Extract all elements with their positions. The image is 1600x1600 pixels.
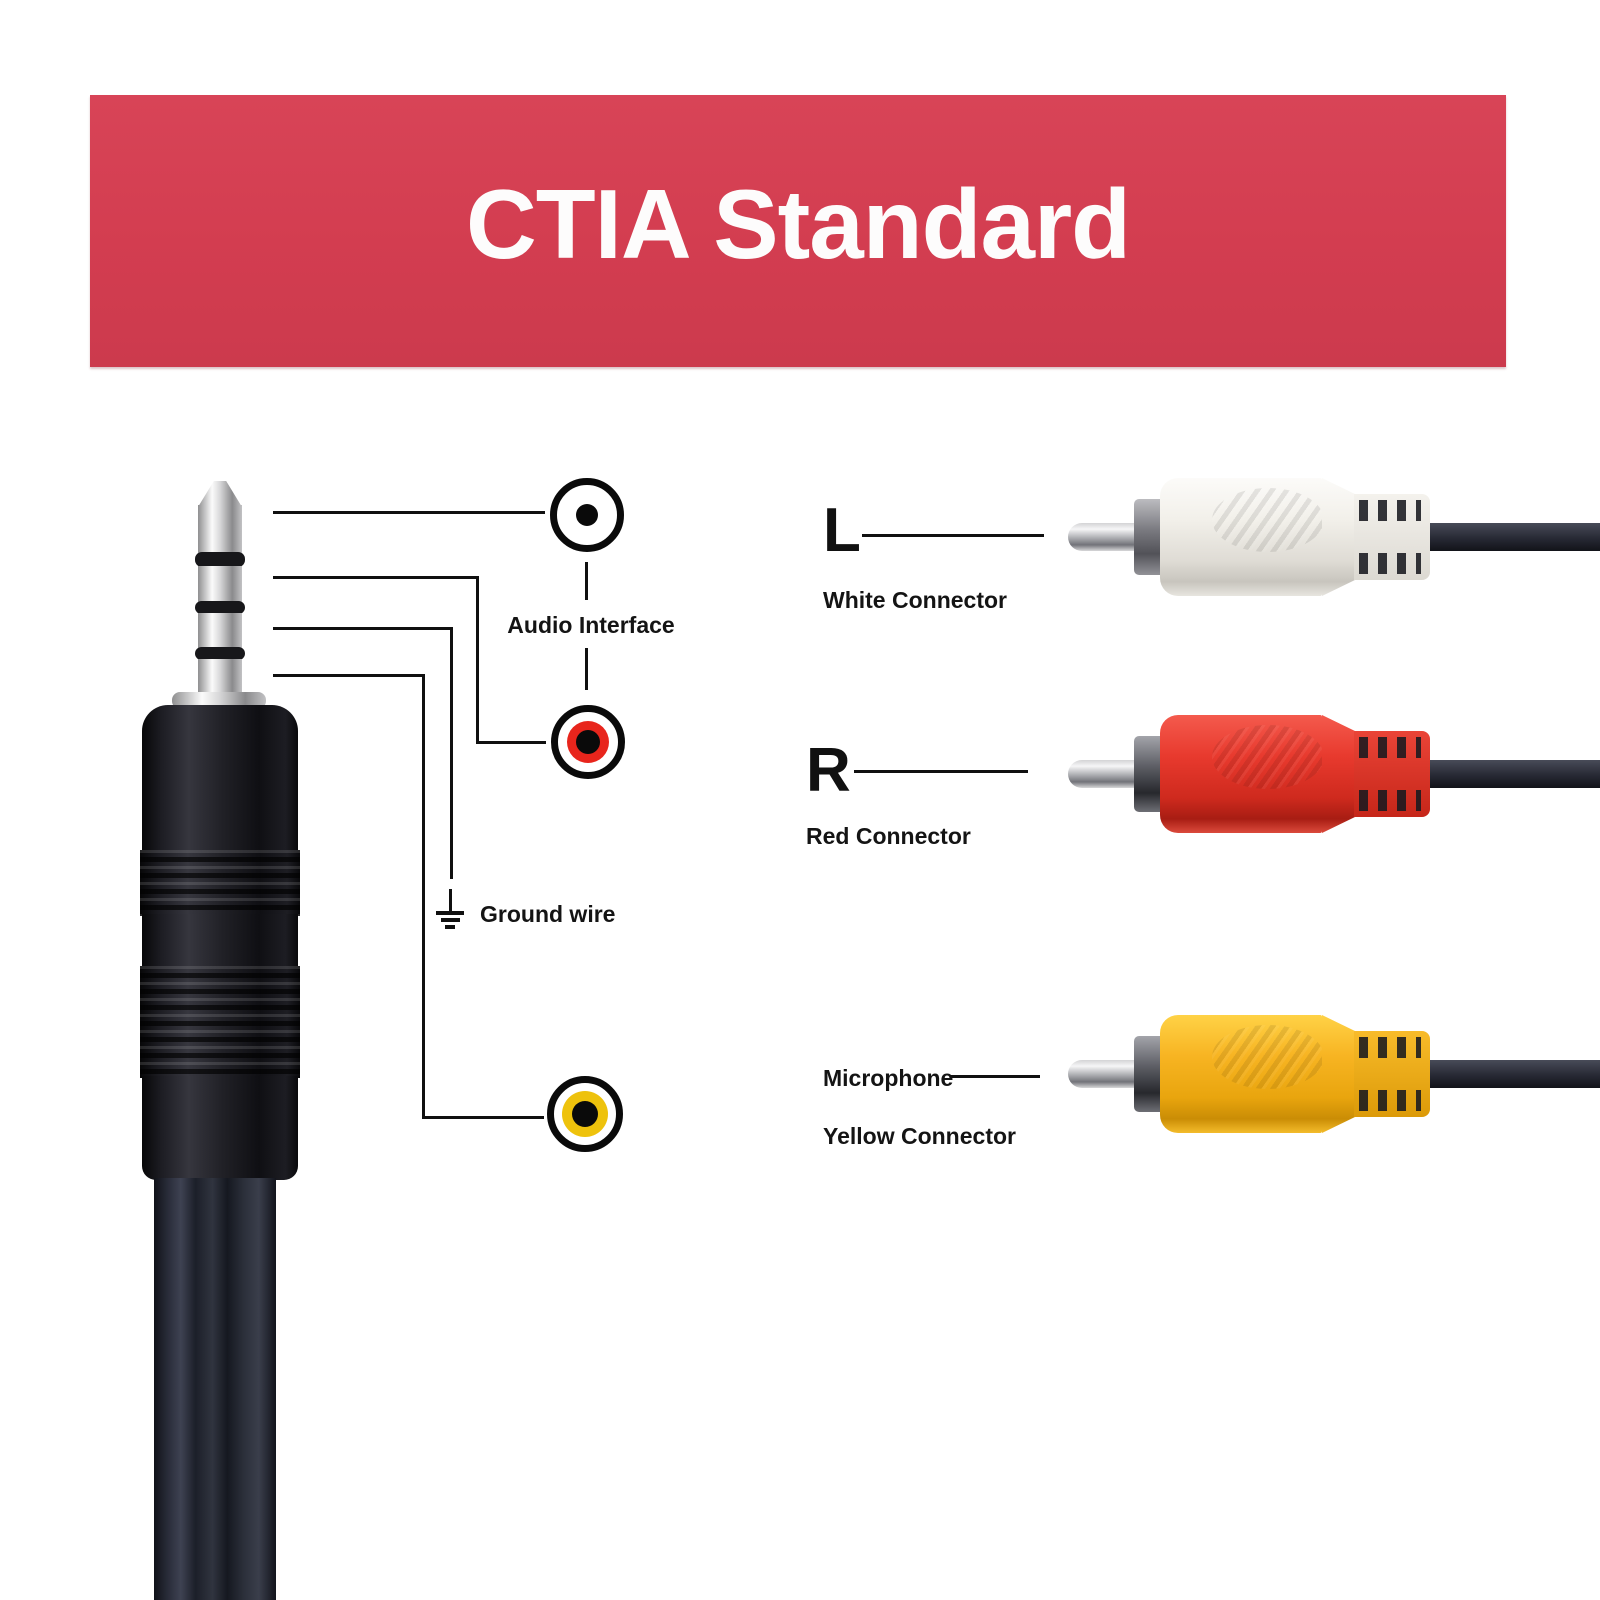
wire-ring1-horizontal: [273, 576, 479, 579]
wire-sleeve-to-yellow-port: [422, 1116, 544, 1119]
white-rca-port-icon: [550, 478, 624, 552]
wire-ring2-to-ground: [450, 627, 453, 879]
yellow-rca-shoulder: [1322, 1015, 1356, 1133]
plug-ring2-segment: [198, 613, 242, 649]
right-channel-tag: R: [806, 736, 851, 805]
dashed-link-lower: [585, 648, 588, 690]
wire-ring2-horizontal: [273, 627, 453, 630]
plug-cable: [154, 1178, 276, 1600]
wire-ring1-to-red-port: [476, 741, 546, 744]
title-banner: CTIA Standard: [90, 95, 1506, 367]
red-rca-body: [1160, 715, 1324, 833]
yellow-rca-strain-relief: [1354, 1031, 1430, 1117]
red-rca-shoulder: [1322, 715, 1356, 833]
audio-interface-label: Audio Interface: [507, 612, 675, 638]
plug-ring1-segment: [198, 566, 242, 603]
plug-insulator-ring-1: [195, 552, 245, 567]
plug-housing-ribs-upper: [140, 850, 300, 916]
red-rca-port-icon: [551, 705, 625, 779]
white-rca-cable: [1424, 523, 1600, 551]
yellow-rca-port-icon: [547, 1076, 623, 1152]
plug-tip-segment: [198, 505, 242, 554]
white-rca-shoulder: [1322, 478, 1356, 596]
wire-sleeve-horizontal: [273, 674, 425, 677]
microphone-lead-line: [950, 1075, 1040, 1078]
plug-housing-middle: [142, 914, 298, 968]
plug-sleeve-segment: [198, 659, 242, 695]
left-channel-tag: L: [823, 496, 861, 565]
dashed-link-upper: [585, 562, 588, 600]
yellow-connector-label: Yellow Connector: [823, 1123, 1016, 1149]
plug-insulator-ring-3: [195, 647, 245, 660]
plug-housing-bottom: [142, 1076, 298, 1180]
plug-insulator-ring-2: [195, 601, 245, 614]
right-channel-lead-line: [854, 770, 1028, 773]
wire-tip-to-white-port: [273, 511, 545, 514]
plug-housing-top: [142, 705, 298, 852]
microphone-tag: Microphone: [823, 1065, 954, 1091]
red-connector-label: Red Connector: [806, 823, 971, 849]
ground-wire-label: Ground wire: [480, 901, 616, 927]
plug-tip-cone-icon: [198, 481, 242, 507]
page-title: CTIA Standard: [466, 168, 1131, 279]
white-rca-body: [1160, 478, 1324, 596]
wire-ring1-vertical: [476, 576, 479, 744]
yellow-rca-body: [1160, 1015, 1324, 1133]
wire-sleeve-vertical: [422, 674, 425, 1119]
yellow-rca-cable: [1424, 1060, 1600, 1088]
left-channel-lead-line: [862, 534, 1044, 537]
white-connector-label: White Connector: [823, 587, 1007, 613]
plug-flange: [172, 692, 266, 709]
red-rca-cable: [1424, 760, 1600, 788]
white-rca-strain-relief: [1354, 494, 1430, 580]
plug-housing-ribs-lower: [140, 966, 300, 1078]
red-rca-strain-relief: [1354, 731, 1430, 817]
